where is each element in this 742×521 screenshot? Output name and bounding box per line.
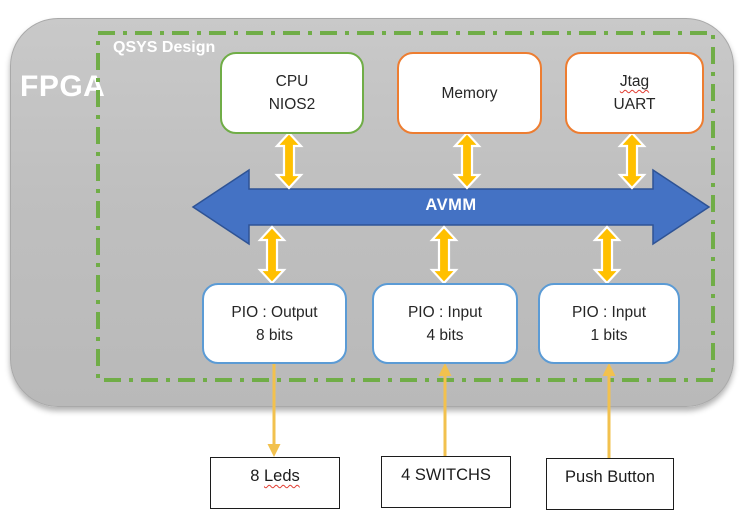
cpu-block-line1: CPU — [275, 73, 309, 90]
jtag-misspelled-word: Jtag — [619, 73, 650, 90]
leds-misspelled-word: Leds — [263, 467, 300, 485]
jtag-uart-block: Jtag UART — [565, 52, 704, 134]
cpu-block-line2: NIOS2 — [268, 96, 316, 113]
pio-output-line1: PIO : Output — [231, 303, 318, 321]
pio-output-line2: 8 bits — [255, 326, 294, 344]
jtag-block-line1: Jtag — [620, 70, 649, 93]
pio-input1-line1: PIO : Input — [571, 303, 647, 321]
fpga-label: FPGA — [20, 70, 106, 103]
memory-block: Memory — [397, 52, 542, 134]
pio-input4-line1: PIO : Input — [407, 303, 483, 321]
qsys-design-label: QSYS Design — [113, 39, 216, 56]
jtag-block-line2: UART — [613, 96, 656, 113]
pio-output-8bits-block: PIO : Output 8 bits — [202, 283, 347, 364]
pio-input-1bits-block: PIO : Input 1 bits — [538, 283, 680, 364]
memory-block-label: Memory — [441, 84, 498, 102]
push-button-label: Push Button — [565, 468, 655, 486]
leds-box: 8 Leds — [210, 457, 340, 509]
pio-input-4bits-block: PIO : Input 4 bits — [372, 283, 518, 364]
push-button-box: Push Button — [546, 458, 674, 510]
switches-box: 4 SWITCHS — [381, 456, 511, 508]
avmm-bus-label: AVMM — [425, 196, 477, 214]
switches-label: 4 SWITCHS — [401, 466, 491, 484]
pio-input1-line2: 1 bits — [590, 326, 628, 344]
leds-label: 8 Leds — [250, 467, 300, 485]
cpu-nios2-block: CPU NIOS2 — [220, 52, 364, 134]
pio-input4-line2: 4 bits — [426, 326, 464, 344]
